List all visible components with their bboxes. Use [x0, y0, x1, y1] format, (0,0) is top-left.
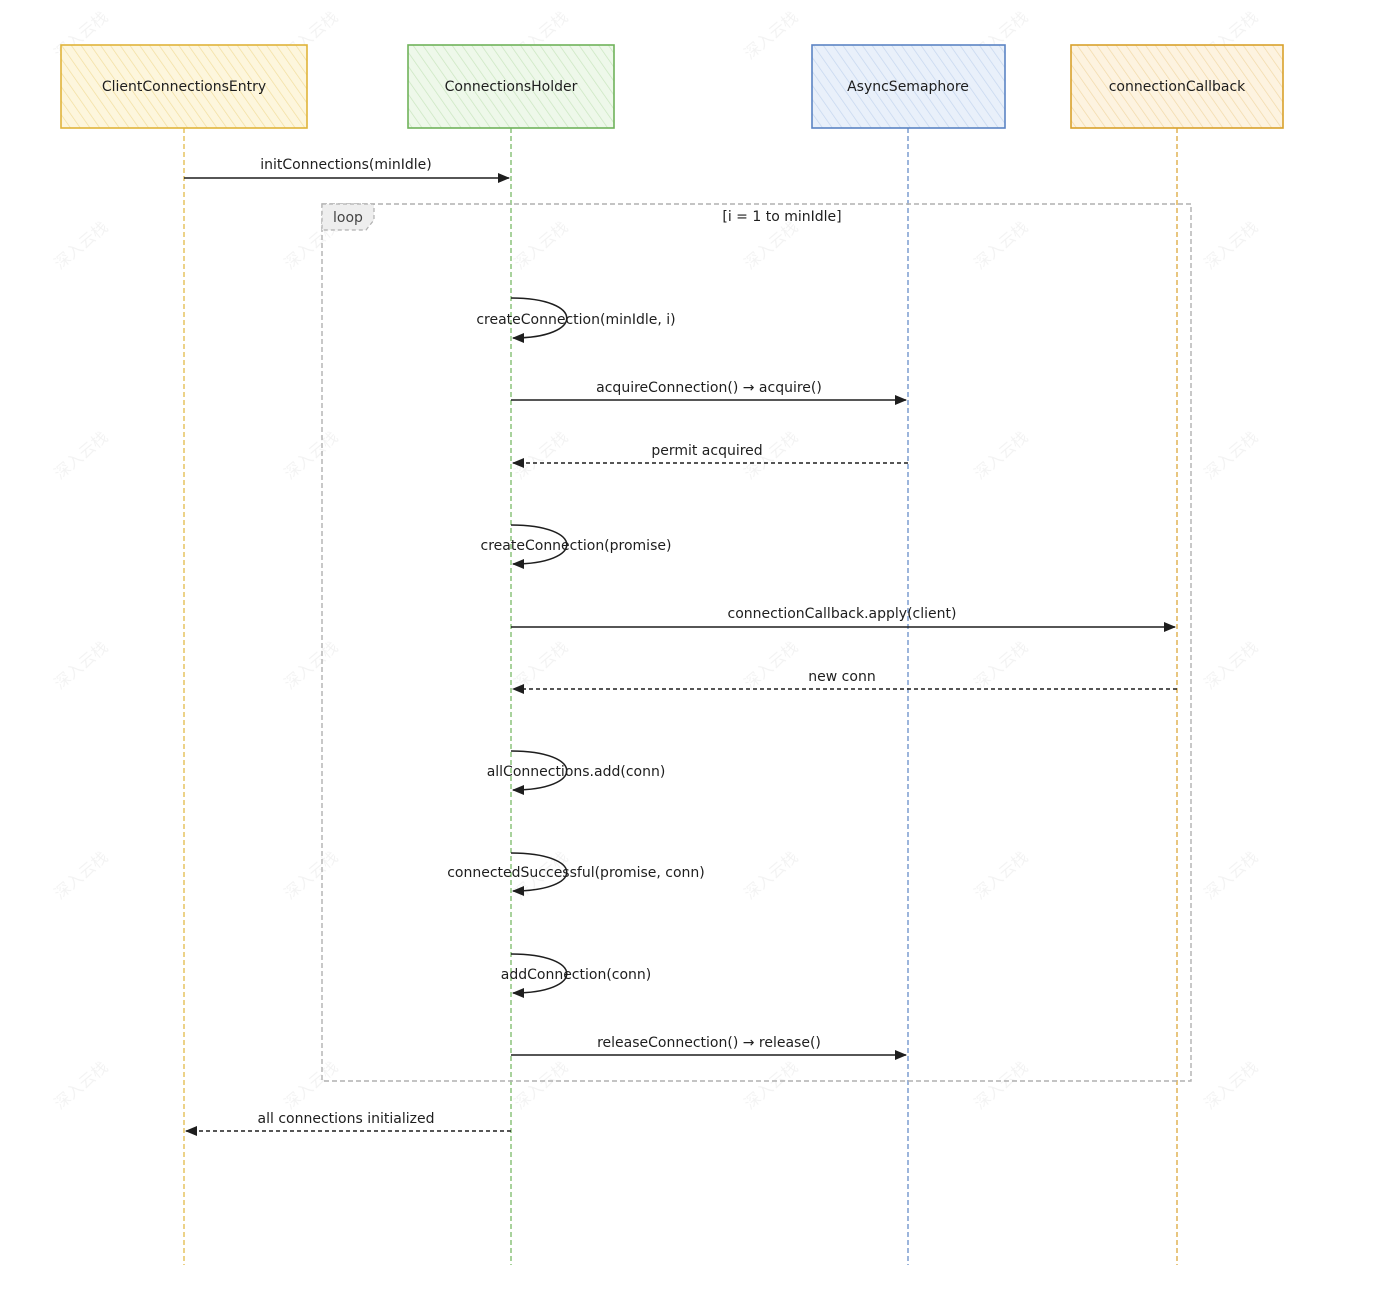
message-init-connections: initConnections(minIdle)	[184, 157, 510, 183]
watermark-text: 深入云栈	[50, 217, 111, 273]
watermark-text: 深入云栈	[510, 637, 571, 693]
message-add-connection: addConnection(conn)	[501, 953, 652, 998]
watermark-text: 深入云栈	[280, 847, 341, 903]
message-release-connection: releaseConnection() → release()	[511, 1035, 907, 1060]
watermark-text: 深入云栈	[740, 217, 801, 273]
message-label: all connections initialized	[258, 1111, 435, 1127]
message-label: connectedSuccessful(promise, conn)	[447, 865, 705, 881]
watermark-text: 深入云栈	[1200, 217, 1261, 273]
watermark-text: 深入云栈	[970, 847, 1031, 903]
lifelines	[183, 128, 1178, 1265]
watermark-text: 深入云栈	[740, 1057, 801, 1113]
watermark-text: 深入云栈	[740, 7, 801, 63]
message-label: createConnection(minIdle, i)	[476, 312, 675, 328]
participant-entry: ClientConnectionsEntry	[60, 44, 308, 129]
watermark-text: 深入云栈	[970, 217, 1031, 273]
message-label: initConnections(minIdle)	[260, 157, 432, 173]
participant-cb: connectionCallback	[1070, 44, 1284, 129]
message-label: addConnection(conn)	[501, 967, 652, 983]
participant-holder-label: ConnectionsHolder	[445, 79, 578, 95]
watermark-text: 深入云栈	[510, 1057, 571, 1113]
watermark-text: 深入云栈	[1200, 637, 1261, 693]
watermark-text: 深入云栈	[1200, 427, 1261, 483]
watermark-text: 深入云栈	[1200, 1057, 1261, 1113]
watermark-text: 深入云栈	[970, 427, 1031, 483]
message-label: new conn	[808, 669, 875, 685]
message-all-connections-initialized: all connections initialized	[185, 1111, 511, 1136]
watermark-text: 深入云栈	[50, 1057, 111, 1113]
message-connection-callback-apply: connectionCallback.apply(client)	[511, 606, 1176, 632]
loop-frame: loop [i = 1 to minIdle]	[321, 203, 1192, 1082]
watermark-text: 深入云栈	[740, 637, 801, 693]
watermark-text: 深入云栈	[50, 637, 111, 693]
loop-tag: loop	[333, 210, 363, 226]
participant-holder: ConnectionsHolder	[407, 44, 615, 129]
watermark-text: 深入云栈	[280, 637, 341, 693]
message-label: permit acquired	[651, 443, 762, 459]
participant-sem: AsyncSemaphore	[811, 44, 1006, 129]
watermark-text: 深入云栈	[970, 637, 1031, 693]
message-label: acquireConnection() → acquire()	[596, 380, 822, 396]
message-create-connection-minidle: createConnection(minIdle, i)	[476, 297, 676, 343]
message-label: allConnections.add(conn)	[487, 764, 666, 780]
message-create-connection-promise: createConnection(promise)	[481, 524, 672, 569]
message-label: createConnection(promise)	[481, 538, 672, 554]
watermark-text: 深入云栈	[1200, 847, 1261, 903]
message-label: releaseConnection() → release()	[597, 1035, 821, 1051]
watermark-text: 深入云栈	[50, 427, 111, 483]
watermark-text: 深入云栈	[280, 1057, 341, 1113]
watermark-text: 深入云栈	[510, 217, 571, 273]
watermark-layer: 深入云栈深入云栈深入云栈深入云栈深入云栈深入云栈深入云栈深入云栈深入云栈深入云栈…	[50, 7, 1261, 1113]
watermark-text: 深入云栈	[510, 427, 571, 483]
participants: ClientConnectionsEntry ConnectionsHolder…	[60, 44, 1284, 129]
participant-sem-label: AsyncSemaphore	[847, 79, 969, 95]
loop-tag-box	[321, 203, 375, 231]
message-acquire-connection: acquireConnection() → acquire()	[511, 380, 907, 405]
loop-condition: [i = 1 to minIdle]	[722, 209, 841, 225]
messages: initConnections(minIdle) createConnectio…	[184, 157, 1177, 1136]
watermark-text: 深入云栈	[280, 427, 341, 483]
message-permit-acquired: permit acquired	[512, 443, 908, 468]
message-label: connectionCallback.apply(client)	[728, 606, 957, 622]
watermark-text: 深入云栈	[740, 847, 801, 903]
participant-cb-label: connectionCallback	[1109, 79, 1246, 95]
watermark-text: 深入云栈	[50, 847, 111, 903]
message-new-conn: new conn	[512, 669, 1177, 694]
message-all-connections-add: allConnections.add(conn)	[487, 750, 666, 795]
message-connected-successful: connectedSuccessful(promise, conn)	[447, 852, 705, 896]
watermark-text: 深入云栈	[970, 1057, 1031, 1113]
participant-entry-label: ClientConnectionsEntry	[102, 79, 266, 95]
